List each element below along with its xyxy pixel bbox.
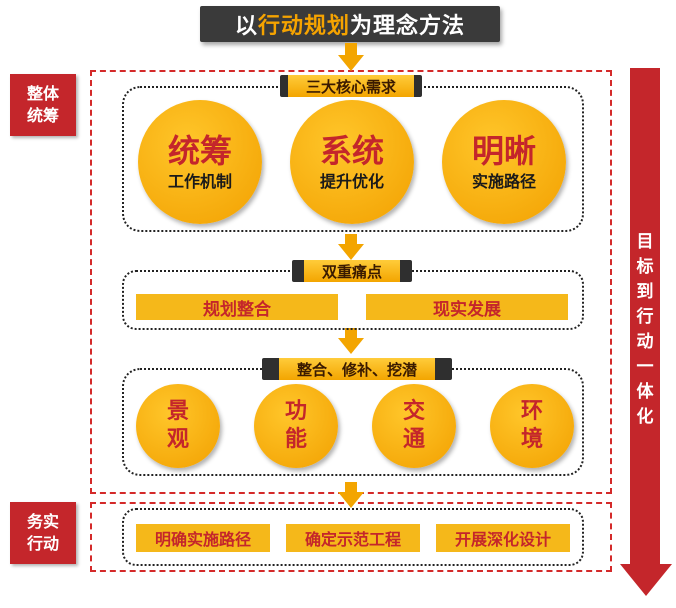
right-arrow-text: 目标到行动一体化: [636, 232, 654, 427]
section2-label-text: 双重痛点: [303, 260, 400, 282]
core-circle-3-sub: 实施路径: [471, 172, 536, 191]
core-circle-3-title: 明晰: [471, 132, 536, 170]
section3-label-text: 整合、修补、挖潜: [278, 358, 435, 380]
aspect-circle-1: 景观: [136, 384, 220, 468]
section2-label: 双重痛点: [292, 260, 412, 282]
title-part1: 以: [234, 14, 258, 39]
pain-point-bar-1: 规划整合: [136, 294, 338, 320]
arrow-down-4: [338, 482, 364, 508]
right-down-arrow: [620, 68, 672, 596]
aspect-circle-1-text: 景观: [166, 399, 189, 452]
aspect-circle-4: 环境: [490, 384, 574, 468]
core-circle-1: 统筹 工作机制: [138, 100, 262, 224]
title-bar: 以行动规划为理念方法: [200, 6, 500, 42]
section4-frame: [122, 508, 584, 566]
aspect-circle-2-text: 功能: [284, 399, 307, 452]
side-label-bottom: 务实 行动: [10, 502, 76, 564]
side-label-top: 整体 统筹: [10, 74, 76, 136]
core-circle-1-sub: 工作机制: [167, 172, 232, 191]
core-circle-2-sub: 提升优化: [319, 172, 384, 191]
aspect-circle-4-text: 环境: [520, 399, 543, 452]
core-circle-3: 明晰 实施路径: [442, 100, 566, 224]
core-circle-2: 系统 提升优化: [290, 100, 414, 224]
core-circle-2-title: 系统: [319, 132, 384, 170]
title-part2: 为理念方法: [350, 14, 466, 39]
right-arrow-text-wrap: 目标到行动一体化: [635, 230, 659, 430]
arrow-down-1: [338, 43, 364, 71]
section1-label-text: 三大核心需求: [287, 75, 414, 97]
action-1: 明确实施路径: [136, 524, 270, 552]
arrow-down-2: [338, 234, 364, 260]
section1-label: 三大核心需求: [280, 75, 422, 97]
aspect-circle-3: 交通: [372, 384, 456, 468]
pain-point-bar-2: 现实发展: [366, 294, 568, 320]
aspect-circle-2: 功能: [254, 384, 338, 468]
core-circle-1-title: 统筹: [167, 132, 232, 170]
arrow-down-3: [338, 328, 364, 354]
section3-label: 整合、修补、挖潜: [262, 358, 452, 380]
title-highlight: 行动规划: [257, 14, 350, 39]
aspect-circle-3-text: 交通: [402, 399, 425, 452]
action-3: 开展深化设计: [436, 524, 570, 552]
action-2: 确定示范工程: [286, 524, 420, 552]
